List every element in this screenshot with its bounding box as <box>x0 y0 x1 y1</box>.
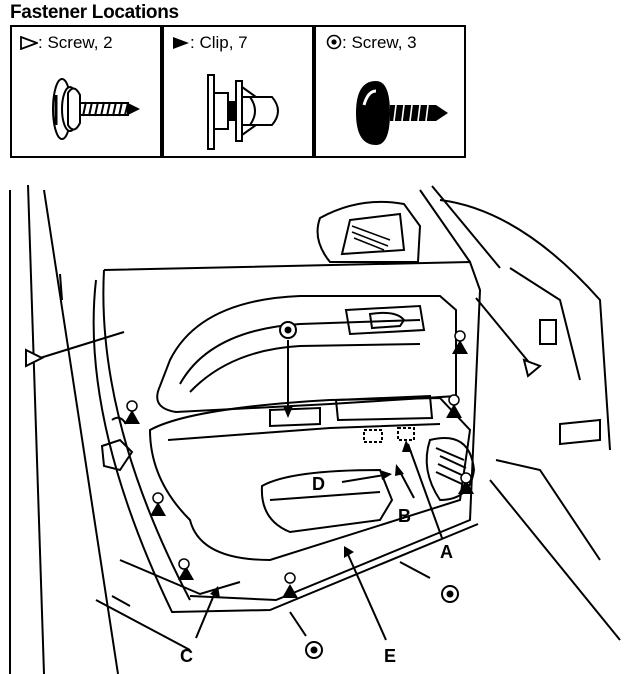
screw-marker-right <box>522 358 542 378</box>
circle-dot-icon <box>326 34 342 50</box>
legend-screw-circle: : Screw, 3 <box>314 25 466 158</box>
legend-label: : Screw, 3 <box>342 33 417 52</box>
legend-label: : Screw, 2 <box>38 33 113 52</box>
clip-illustration <box>207 74 279 150</box>
legend-label: : Clip, 7 <box>190 33 248 52</box>
callout-a: A <box>440 542 453 562</box>
callout-b: B <box>398 506 411 526</box>
door-panel-diagram <box>9 184 621 674</box>
washer-screw-illustration <box>356 81 448 145</box>
screw-illustration <box>52 78 140 140</box>
legend-clip: : Clip, 7 <box>162 25 314 158</box>
callout-c: C <box>180 646 193 666</box>
legend-screw-triangle: : Screw, 2 <box>10 25 162 158</box>
callout-d: D <box>312 474 325 494</box>
legend-item: : Screw, 2 <box>20 33 113 53</box>
legend-item: : Clip, 7 <box>172 33 248 53</box>
callout-e: E <box>384 646 397 666</box>
clip-markers <box>124 340 474 598</box>
hollow-triangle-icon <box>20 35 40 51</box>
screw-marker-left <box>25 348 45 368</box>
filled-triangle-icon <box>173 37 189 49</box>
circle-screw-markers <box>279 321 459 659</box>
page-title: Fastener Locations <box>10 2 179 23</box>
legend-item: : Screw, 3 <box>326 33 417 53</box>
